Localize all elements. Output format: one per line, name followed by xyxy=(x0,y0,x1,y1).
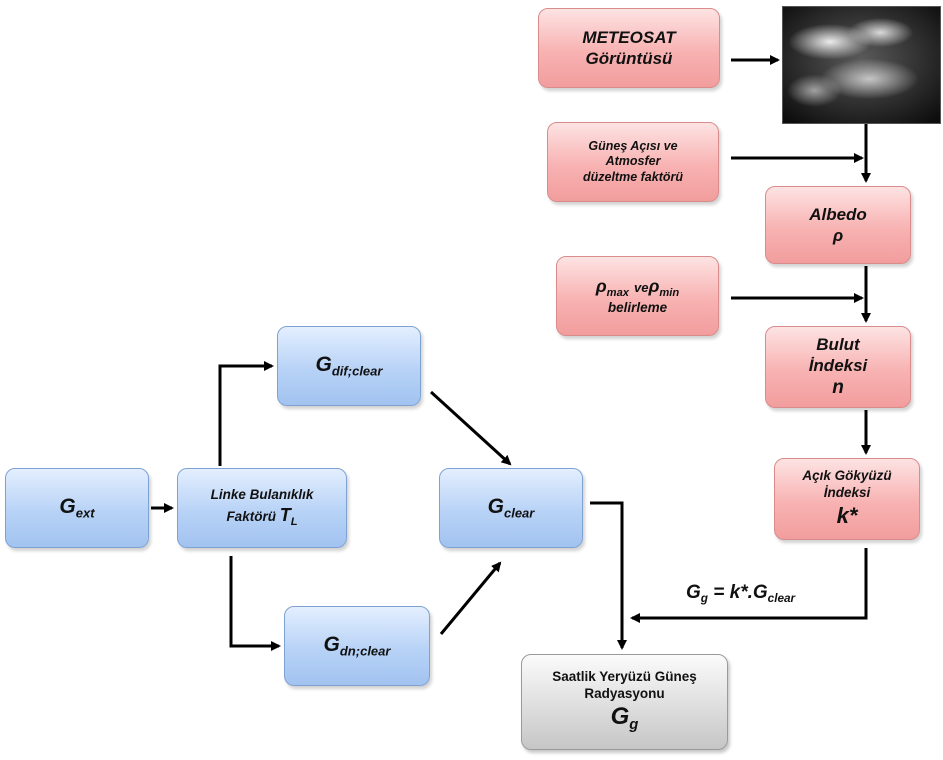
g-g-base: G xyxy=(610,703,630,731)
g-clear-label: Gclear xyxy=(488,494,535,522)
g-dn-clear-box: Gdn;clear xyxy=(284,606,430,686)
rho-min-symbol: ρ xyxy=(648,275,660,296)
g-ext-base: G xyxy=(59,495,76,519)
rho-max-symbol: ρ xyxy=(595,275,607,296)
g-clear-base: G xyxy=(487,495,504,519)
goruntusu-label: Görüntüsü xyxy=(585,49,673,68)
meteosat-satellite-image xyxy=(782,6,941,124)
albedo-symbol: ρ xyxy=(832,226,844,245)
indeksi-label: İndeksi xyxy=(808,356,868,376)
linke-line1: Linke Bulanıklık xyxy=(210,486,314,502)
bulut-label: Bulut xyxy=(816,334,860,354)
n-symbol: n xyxy=(832,377,844,399)
linke-turbidity-box: Linke Bulanıklık Faktörü TL xyxy=(177,468,347,548)
formula-g-sub: g xyxy=(700,592,708,606)
t-symbol: T xyxy=(279,504,291,525)
hourly-solar-radiation-box: Saatlik Yeryüzü Güneş Radyasyonu Gg xyxy=(521,654,728,750)
arrow-linke-to-gdif xyxy=(218,361,274,466)
sun-angle-correction-box: Güneş Açısı ve Atmosfer düzeltme faktörü xyxy=(547,122,719,202)
k-star-symbol: k* xyxy=(836,503,858,529)
g-ext-sub: ext xyxy=(75,505,95,521)
g-ext-label: Gext xyxy=(59,494,94,522)
result-line1: Saatlik Yeryüzü Güneş xyxy=(552,668,697,684)
l-sub: L xyxy=(290,515,298,528)
linke-line2: Faktörü TL xyxy=(226,504,297,530)
g-g-symbol: Gg xyxy=(611,702,639,735)
result-line2: Radyasyonu xyxy=(584,685,665,701)
rho-minmax-line1: ρmax veρmin xyxy=(596,275,679,301)
rho-minmax-box: ρmax veρmin belirleme xyxy=(556,256,719,336)
meteosat-label: METEOSAT xyxy=(582,27,676,47)
global-radiation-formula: Gg = k*.Gclear xyxy=(686,582,795,605)
cloud-index-box: Bulut İndeksi n xyxy=(765,326,911,408)
tl-symbol: TL xyxy=(279,504,298,528)
albedo-label: Albedo xyxy=(809,204,867,224)
gunes-line3: düzeltme faktörü xyxy=(582,169,683,184)
g-dif-clear-box: Gdif;clear xyxy=(277,326,421,406)
rho-min-sub: min xyxy=(659,286,680,299)
formula-clear-sub: clear xyxy=(767,592,796,606)
arrow-gdn-to-gclear xyxy=(439,561,502,635)
gunes-line2: Atmosfer xyxy=(605,154,661,169)
arrow-gclear-to-result xyxy=(590,501,627,650)
g-g-sub: g xyxy=(629,717,639,734)
arrow-linke-to-gdn xyxy=(229,556,281,651)
ve-label: ve xyxy=(634,279,649,295)
g-dif-base: G xyxy=(315,353,332,377)
g-dn-sub: dn;clear xyxy=(339,643,391,659)
belirleme-label: belirleme xyxy=(607,300,668,316)
g-dif-clear-label: Gdif;clear xyxy=(316,352,383,380)
acik-indeksi-label: İndeksi xyxy=(823,485,871,501)
formula-rhs: = k*.G xyxy=(713,582,768,603)
g-dn-clear-label: Gdn;clear xyxy=(324,632,391,660)
clear-sky-index-box: Açık Gökyüzü İndeksi k* xyxy=(774,458,920,540)
faktoru-label: Faktörü xyxy=(226,508,276,524)
g-clear-sub: clear xyxy=(503,505,535,521)
meteosat-image-box: METEOSAT Görüntüsü xyxy=(538,8,720,88)
rho-max-sub: max xyxy=(606,286,629,299)
g-clear-box: Gclear xyxy=(439,468,583,548)
g-dif-sub: dif;clear xyxy=(331,363,383,379)
g-dn-base: G xyxy=(323,633,340,657)
arrow-gdif-to-gclear xyxy=(429,390,512,466)
acik-gokyuzu-label: Açık Gökyüzü xyxy=(802,468,892,484)
formula-g: G xyxy=(686,582,701,603)
g-ext-box: Gext xyxy=(5,468,149,548)
albedo-box: Albedo ρ xyxy=(765,186,911,264)
gunes-line1: Güneş Açısı ve xyxy=(588,138,678,153)
